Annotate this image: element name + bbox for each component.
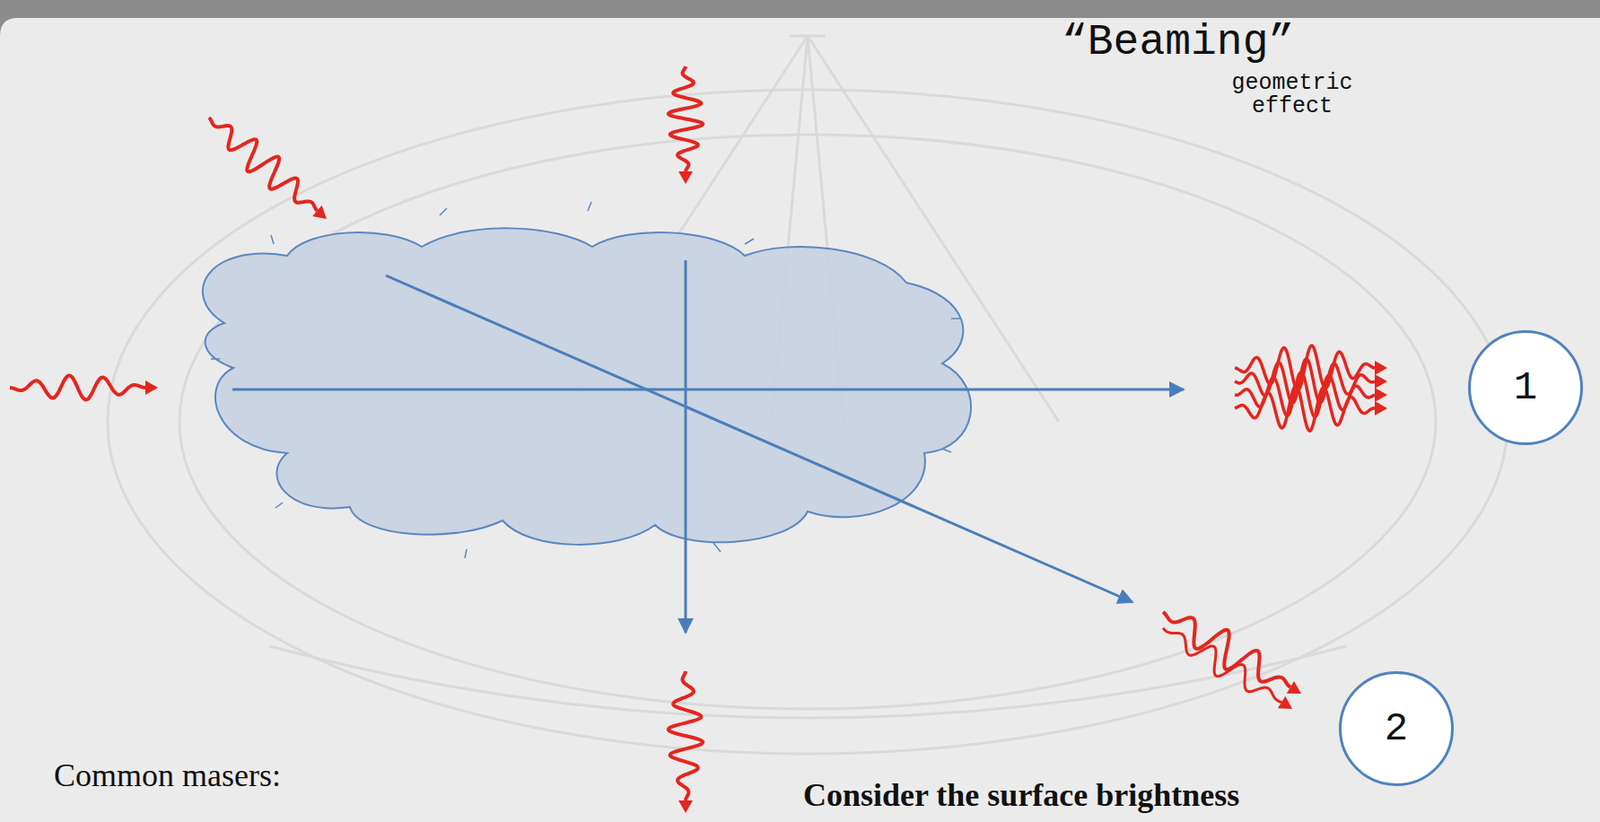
slide-panel <box>0 17 1600 822</box>
photon-wave <box>1234 385 1375 431</box>
photon-head <box>1286 681 1302 694</box>
photon-waves <box>9 66 1388 814</box>
photon-wave <box>668 671 704 801</box>
ray-arrows <box>232 260 1184 633</box>
subtitle-note: geometric effect <box>1215 71 1369 120</box>
callout-circle: 2 <box>1338 671 1454 787</box>
dish-background <box>107 35 1508 754</box>
callout-number: 2 <box>1384 708 1408 749</box>
photon-head <box>678 800 693 814</box>
photon-head <box>1277 696 1293 709</box>
photon-head <box>1374 360 1388 376</box>
photon-wave <box>1162 628 1282 703</box>
photon-wave <box>668 66 704 172</box>
photon-head <box>1374 387 1388 403</box>
cloud-ticks <box>210 201 961 559</box>
photon-head <box>145 380 158 395</box>
photon-wave <box>1234 372 1375 418</box>
photon-head <box>1374 401 1388 416</box>
photon-wave <box>9 375 146 400</box>
photon-head <box>312 205 327 219</box>
body-text: Consider the surface brightness <box>803 778 1240 814</box>
photon-head <box>1374 374 1388 389</box>
callout-circle: 1 <box>1468 330 1583 446</box>
cloud-shape <box>202 227 971 545</box>
photon-head <box>678 171 693 184</box>
photon-wave <box>1162 612 1291 688</box>
slide-title: “Beaming” <box>1061 17 1294 67</box>
photon-wave <box>209 117 317 211</box>
callout-number: 1 <box>1513 367 1538 408</box>
body-text: Common masers: <box>53 759 281 794</box>
